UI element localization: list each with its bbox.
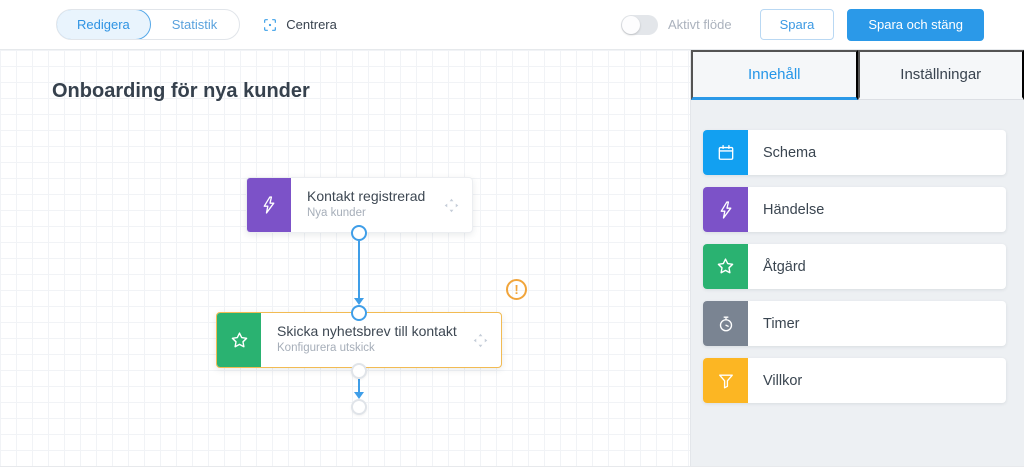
flow-node-kontakt-registrerad[interactable]: Kontakt registrerad Nya kunder: [246, 177, 473, 233]
tab-innehall[interactable]: Innehåll: [691, 50, 858, 100]
center-view-label: Centrera: [286, 17, 337, 32]
palette-item-label: Timer: [763, 315, 800, 332]
sidebar-tabs: Innehåll Inställningar: [691, 50, 1024, 100]
tab-redigera[interactable]: Redigera: [57, 10, 151, 39]
palette-item-timer[interactable]: Timer: [703, 301, 1006, 346]
output-port[interactable]: [351, 225, 367, 241]
node-subtitle: Nya kunder: [307, 207, 366, 219]
palette-item-villkor[interactable]: Villkor: [703, 358, 1006, 403]
palette-item-label: Schema: [763, 144, 817, 161]
tab-installningar[interactable]: Inställningar: [857, 50, 1024, 100]
palette-item-label: Åtgärd: [763, 258, 806, 275]
palette-item-atgard[interactable]: Åtgärd: [703, 244, 1006, 289]
lightning-icon: [247, 178, 291, 232]
node-title: Skicka nyhetsbrev till kontakt: [277, 323, 457, 339]
palette-item-schema[interactable]: Schema: [703, 130, 1006, 175]
star-icon: [703, 244, 748, 289]
node-title: Kontakt registrerad: [307, 188, 426, 204]
save-and-close-button[interactable]: Spara och stäng: [847, 8, 984, 41]
connector-line: [358, 241, 360, 298]
flow-canvas[interactable]: Onboarding för nya kunder Kontakt regist…: [0, 50, 690, 466]
move-handle-icon[interactable]: [443, 197, 460, 214]
flow-title: Onboarding för nya kunder: [52, 80, 310, 102]
center-focus-icon: [262, 17, 278, 33]
center-view-button[interactable]: Centrera: [262, 17, 337, 33]
save-button[interactable]: Spara: [759, 9, 835, 40]
input-port[interactable]: [351, 305, 367, 321]
block-palette: Schema Händelse: [691, 100, 1024, 403]
node-subtitle: Konfigurera utskick: [277, 342, 375, 354]
calendar-icon: [703, 130, 748, 175]
palette-item-label: Villkor: [763, 372, 803, 389]
output-port[interactable]: [351, 363, 367, 379]
flow-node-skicka-nyhetsbrev[interactable]: Skicka nyhetsbrev till kontakt Konfigure…: [216, 312, 502, 368]
move-handle-icon[interactable]: [472, 332, 489, 349]
warning-icon: !: [506, 279, 527, 300]
sidebar: Innehåll Inställningar Schema: [690, 50, 1024, 466]
connector-arrow-icon: [354, 392, 364, 399]
star-icon: [217, 313, 261, 367]
connector-line: [358, 379, 360, 392]
stopwatch-icon: [703, 301, 748, 346]
active-flow-label: Aktivt flöde: [668, 17, 732, 32]
palette-item-label: Händelse: [763, 201, 825, 218]
toggle-knob: [622, 15, 641, 34]
tab-statistik[interactable]: Statistik: [150, 10, 240, 39]
lightning-icon: [703, 187, 748, 232]
mode-toggle-group: Redigera Statistik: [56, 9, 241, 40]
connector-arrow-icon: [354, 298, 364, 305]
palette-item-handelse[interactable]: Händelse: [703, 187, 1006, 232]
funnel-icon: [703, 358, 748, 403]
active-flow-toggle[interactable]: [621, 14, 659, 35]
toolbar: Redigera Statistik Centrera Aktivt flöde…: [0, 0, 1024, 50]
toolbar-right: Aktivt flöde Spara Spara och stäng: [621, 8, 984, 41]
drop-endpoint-port[interactable]: [351, 399, 367, 415]
